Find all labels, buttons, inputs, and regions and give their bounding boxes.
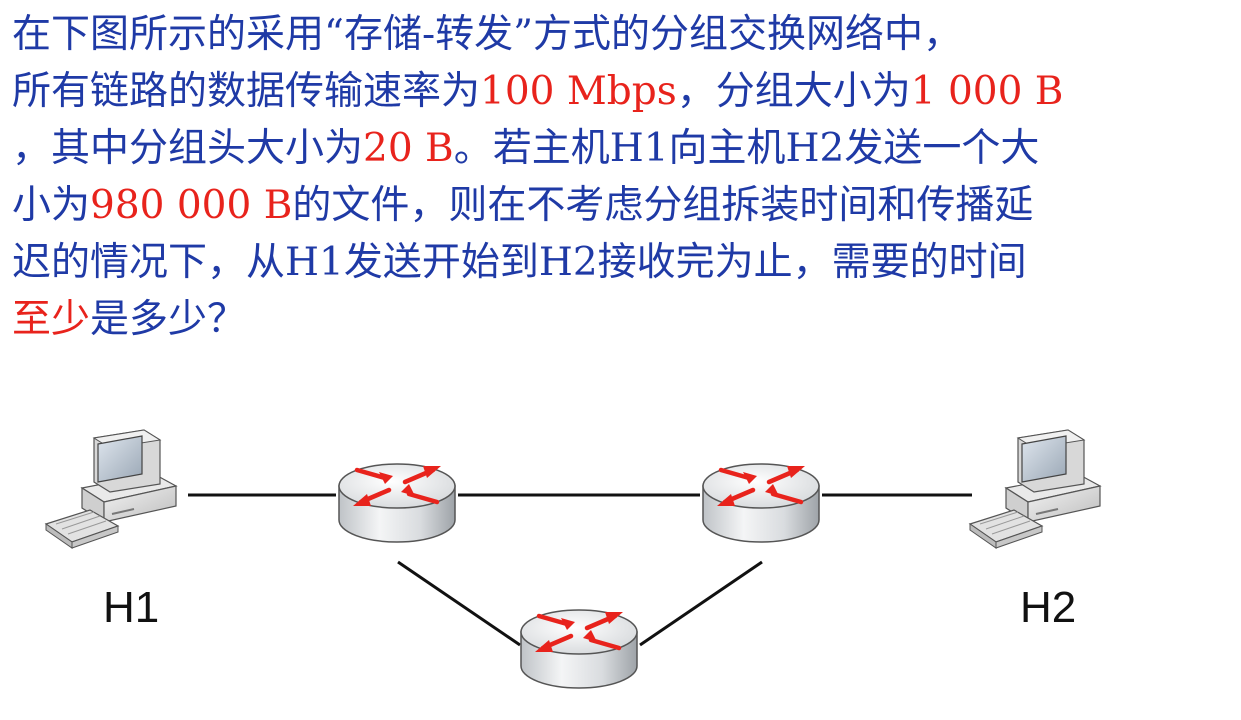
question-text: 在下图所示的采用“存储-转发”方式的分组交换网络中， 所有链路的数据传输速率为1… (12, 6, 1236, 348)
link-r3-r2 (639, 560, 763, 647)
emphasis-at-least: 至少 (12, 297, 91, 342)
host-label-h1: H1 (103, 583, 160, 632)
text-segment: 小为 (12, 183, 91, 228)
question-line-1: 在下图所示的采用“存储-转发”方式的分组交换网络中， (12, 6, 1236, 63)
data-rate-value: 100 Mbps (480, 69, 677, 114)
text-segment: 的文件，则在不考虑分组拆装时间和传播延 (292, 183, 1034, 228)
question-line-4: 小为980 000 B的文件，则在不考虑分组拆装时间和传播延 (12, 177, 1236, 234)
question-line-6: 至少是多少？ (12, 291, 1236, 348)
text-segment: ，分组大小为 (676, 69, 911, 114)
host-h2-computer-icon (969, 429, 1101, 549)
text-segment: 是多少？ (90, 297, 247, 342)
router-r1-icon (339, 464, 455, 542)
text-segment: ，其中分组头大小为 (12, 126, 364, 171)
host-h1-computer-icon (45, 429, 177, 549)
text-segment: 。若主机H1向主机H2发送一个大 (453, 126, 1040, 171)
question-line-2: 所有链路的数据传输速率为100 Mbps，分组大小为1 000 B (12, 63, 1236, 120)
text-segment: 迟的情况下，从H1发送开始到H2接收完为止，需要的时间 (12, 240, 1027, 285)
router-r3-icon (521, 610, 637, 688)
host-label-h2: H2 (1020, 583, 1077, 632)
file-size-value: 980 000 B (90, 183, 293, 228)
text-segment: 所有链路的数据传输速率为 (12, 69, 481, 114)
link-r1-r3 (397, 560, 521, 647)
question-line-5: 迟的情况下，从H1发送开始到H2接收完为止，需要的时间 (12, 234, 1236, 291)
header-size-value: 20 B (363, 126, 454, 171)
packet-size-value: 1 000 B (910, 69, 1064, 114)
text-segment: 在下图所示的采用“存储-转发”方式的分组交换网络中， (12, 12, 963, 57)
router-r2-icon (703, 464, 819, 542)
question-line-3: ，其中分组头大小为20 B。若主机H1向主机H2发送一个大 (12, 120, 1236, 177)
links (188, 493, 972, 647)
